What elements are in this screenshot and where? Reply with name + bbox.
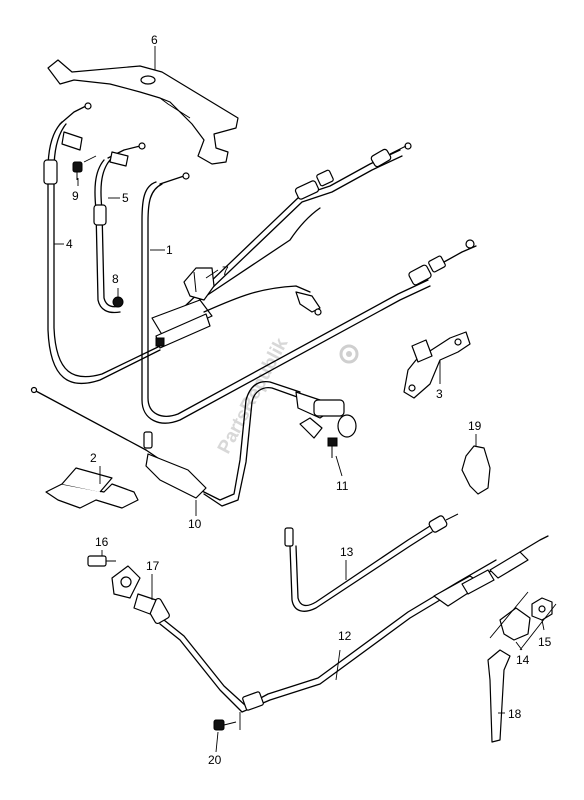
cable-4 [43,102,161,385]
junction-block [151,285,322,349]
callout-6: 6 [151,33,158,47]
svg-text:PartsRepublik: PartsRepublik [214,334,293,457]
callout-3: 3 [436,387,443,401]
knob-11 [295,391,357,458]
bracket-6 [47,59,239,165]
clip-7 [183,267,215,301]
cable-13 [284,513,459,612]
fitting-17 [111,565,157,615]
callout-16: 16 [95,535,109,549]
cable-1 [141,172,431,424]
callout-14: 14 [516,653,530,667]
cable-5 [93,142,146,314]
cable-10 [30,380,301,507]
callout-19: 19 [468,419,482,433]
callout-17: 17 [146,559,160,573]
nut-15 [531,597,553,621]
callout-12: 12 [338,629,352,643]
gear-logo-icon [339,344,359,364]
callout-labels: 1 2 3 4 5 6 7 8 9 10 11 12 13 14 15 16 1… [66,33,552,767]
callout-15: 15 [538,635,552,649]
callout-4: 4 [66,237,73,251]
leader-lines [54,46,545,753]
bolt-16 [87,555,116,567]
clamp-14 [499,607,531,641]
bracket-3 [403,331,471,399]
screw-20 [213,719,237,731]
cable-right [408,239,477,286]
callout-18: 18 [508,707,522,721]
bracket-2 [45,467,139,509]
guide-lines [489,591,557,651]
callout-13: 13 [340,545,354,559]
cable-12 [146,535,549,713]
callout-5: 5 [122,191,129,205]
cable-upper [159,142,412,335]
callout-20: 20 [208,753,222,767]
tie-18 [487,649,511,743]
callout-8: 8 [112,272,119,286]
bolt-8 [112,296,124,308]
callout-2: 2 [90,451,97,465]
callout-9: 9 [72,189,79,203]
bolt-9 [72,161,83,180]
callout-7: 7 [222,264,229,278]
callout-1: 1 [166,243,173,257]
callout-11: 11 [336,479,349,493]
guard-19 [461,445,491,495]
callout-10: 10 [188,517,202,531]
